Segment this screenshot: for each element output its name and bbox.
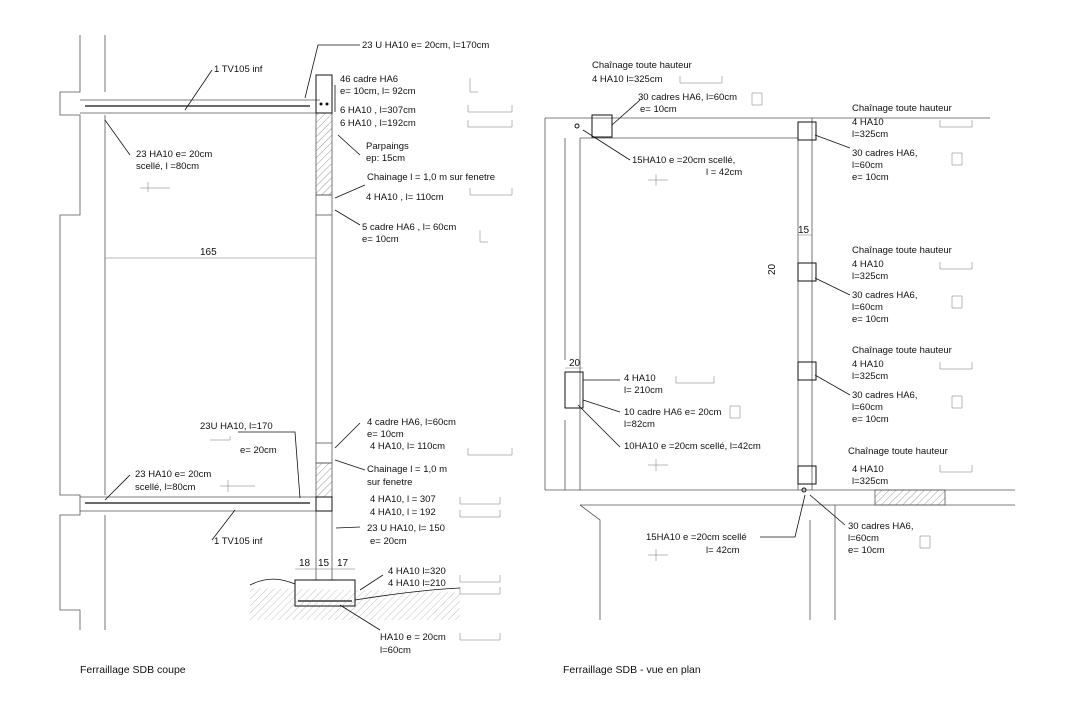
section-drawing: 165 18 15 17	[59, 35, 513, 641]
label-chainage-1: Chaînage toute hauteur	[852, 103, 952, 114]
label-15ha10-bottom: 15HA10 e =20cm scellé	[646, 532, 747, 543]
label-23-ha10-scelle: 23 HA10 e= 20cm	[136, 149, 212, 160]
label-tv105-top: 1 TV105 inf	[214, 64, 263, 75]
label-4-ha10-110: 4 HA10 , l= 110cm	[366, 192, 444, 203]
svg-text:e= 10cm: e= 10cm	[852, 172, 889, 183]
svg-text:l=60cm: l=60cm	[848, 533, 879, 544]
svg-text:30 cadres HA6,: 30 cadres HA6,	[852, 290, 917, 301]
label-46-cadre: 46 cadre HA6	[340, 74, 398, 85]
svg-text:l=60cm: l=60cm	[852, 402, 883, 413]
label-5-cadre: 5 cadre HA6 , l= 60cm	[362, 222, 456, 233]
caption-coupe: Ferraillage SDB coupe	[80, 664, 186, 676]
svg-text:4 HA10: 4 HA10	[852, 117, 884, 128]
section-labels: 23 U HA10 e= 20cm, l=170cm 1 TV105 inf 4…	[135, 40, 495, 656]
svg-text:l=60cm: l=60cm	[380, 645, 411, 656]
label-4-ha10-110b: 4 HA10, l= 110cm	[370, 441, 445, 452]
svg-text:e= 10cm: e= 10cm	[362, 234, 399, 245]
label-chainage-top: Chaînage toute hauteur	[592, 60, 692, 71]
label-tv105-bottom: 1 TV105 inf	[214, 536, 263, 547]
svg-text:30 cadres HA6,: 30 cadres HA6,	[852, 148, 917, 159]
dim-20-window: 20	[569, 358, 581, 369]
svg-text:e= 10cm, l= 92cm: e= 10cm, l= 92cm	[340, 86, 416, 97]
svg-text:sur fenetre: sur fenetre	[367, 477, 412, 488]
label-6-ha10-192: 6 HA10 , l=192cm	[340, 118, 416, 129]
label-4-ha10-307: 4 HA10, l = 307	[370, 494, 436, 505]
plan-hatched-opening	[874, 489, 946, 506]
label-23u-ha10-170: 23U HA10, l=170	[200, 421, 273, 432]
svg-text:l=60cm: l=60cm	[852, 302, 883, 313]
svg-text:e= 10cm: e= 10cm	[848, 545, 885, 556]
label-23u-ha10-150: 23 U HA10, l= 150	[367, 523, 445, 534]
label-30-cadres-top: 30 cadres HA6, l=60cm	[638, 92, 737, 103]
svg-text:l= 42cm: l= 42cm	[706, 545, 740, 556]
svg-text:e= 10cm: e= 10cm	[852, 414, 889, 425]
label-chainage-4: Chaînage toute hauteur	[848, 446, 948, 457]
label-chainage-3: Chaînage toute hauteur	[852, 345, 952, 356]
svg-text:30 cadres HA6,: 30 cadres HA6,	[852, 390, 917, 401]
label-6-ha10-307: 6 HA10 , l=307cm	[340, 105, 416, 116]
label-chainage-fenetre-b: Chainage l = 1,0 m	[367, 464, 447, 475]
dim-165: 165	[200, 247, 217, 258]
label-chainage-fenetre: Chainage l = 1,0 m sur fenetre	[367, 172, 495, 183]
plan-left-wall	[544, 118, 566, 490]
label-chainage-2: Chaînage toute hauteur	[852, 245, 952, 256]
parpaing-wall-upper	[315, 112, 333, 196]
svg-text:l=60cm: l=60cm	[852, 160, 883, 171]
svg-text:l=325cm: l=325cm	[852, 371, 888, 382]
label-ha10-60: HA10 e = 20cm	[380, 632, 446, 643]
label-10-cadre: 10 cadre HA6 e= 20cm	[624, 407, 722, 418]
svg-text:scellé, l =80cm: scellé, l =80cm	[136, 161, 199, 172]
label-parpaings: Parpaings	[366, 141, 409, 152]
parpaing-wall-lower	[315, 462, 333, 498]
svg-text:4 HA10: 4 HA10	[852, 464, 884, 475]
svg-text:e= 10cm: e= 10cm	[852, 314, 889, 325]
svg-text:e= 10cm: e= 10cm	[640, 104, 677, 115]
label-23u-ha10: 23 U HA10 e= 20cm, l=170cm	[362, 40, 489, 51]
svg-text:ep: 15cm: ep: 15cm	[366, 153, 405, 164]
dim-15-plan: 15	[798, 225, 810, 236]
svg-text:l=325cm: l=325cm	[852, 476, 888, 487]
label-23-ha10-scelle-b: 23 HA10 e= 20cm	[135, 469, 211, 480]
label-4-ha10-192: 4 HA10, l = 192	[370, 507, 436, 518]
label-4-ha10-210-plan: 4 HA10	[624, 373, 656, 384]
svg-text:l = 42cm: l = 42cm	[706, 167, 742, 178]
left-wall-outline	[59, 35, 81, 630]
dim-20-plan: 20	[767, 263, 778, 275]
label-4-ha10-325-top: 4 HA10 l=325cm	[592, 74, 663, 85]
label-4-ha10-210: 4 HA10 l=210	[388, 578, 446, 589]
svg-text:e= 10cm: e= 10cm	[367, 429, 404, 440]
dim-17: 17	[337, 558, 349, 569]
svg-text:4 HA10: 4 HA10	[852, 359, 884, 370]
plan-labels: Chaînage toute hauteur 4 HA10 l=325cm 30…	[592, 60, 952, 556]
svg-text:e= 20cm: e= 20cm	[370, 536, 407, 547]
plan-drawing: 15 20 20	[544, 76, 1015, 620]
caption-plan: Ferraillage SDB - vue en plan	[563, 664, 701, 676]
svg-text:scellé, l=80cm: scellé, l=80cm	[135, 482, 196, 493]
svg-text:4 HA10: 4 HA10	[852, 259, 884, 270]
dim-15: 15	[318, 558, 330, 569]
label-10ha10-scelle: 10HA10 e =20cm scellé, l=42cm	[624, 441, 761, 452]
svg-text:l=325cm: l=325cm	[852, 129, 888, 140]
svg-text:e= 20cm: e= 20cm	[240, 445, 277, 456]
svg-text:l=82cm: l=82cm	[624, 419, 655, 430]
svg-text:l= 210cm: l= 210cm	[624, 385, 663, 396]
label-15ha10-top: 15HA10 e =20cm scellé,	[632, 155, 735, 166]
label-4-ha10-320: 4 HA10 l=320	[388, 566, 446, 577]
svg-text:30 cadres HA6,: 30 cadres HA6,	[848, 521, 913, 532]
svg-text:l=325cm: l=325cm	[852, 271, 888, 282]
label-4-cadre: 4 cadre HA6, l=60cm	[367, 417, 456, 428]
dim-18: 18	[299, 558, 311, 569]
